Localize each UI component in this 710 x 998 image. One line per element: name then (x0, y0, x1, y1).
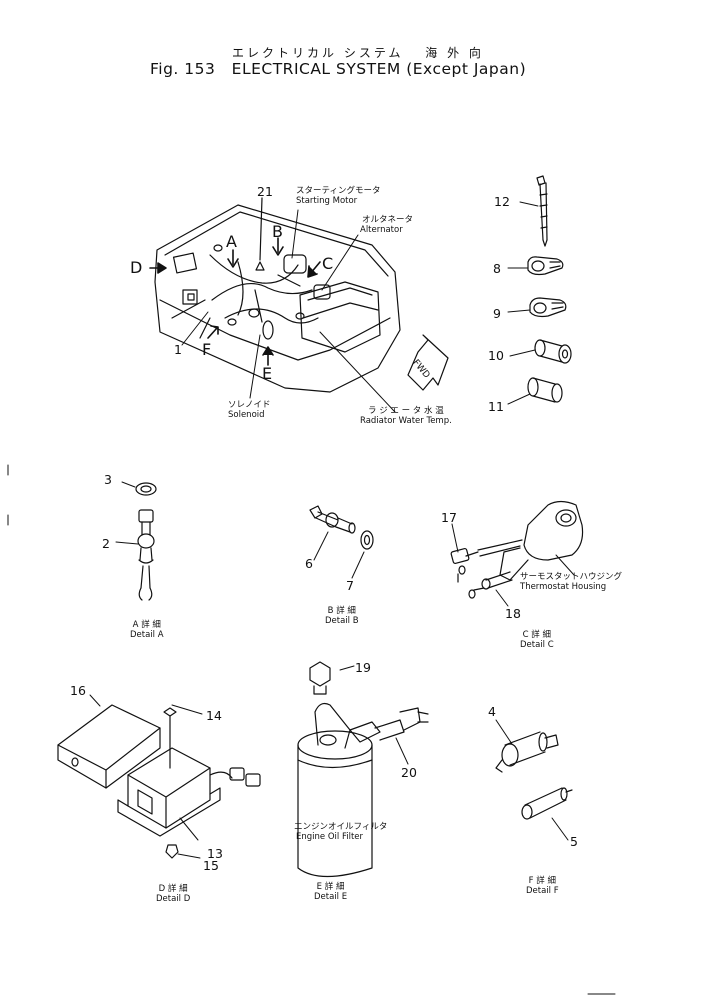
alternator-label: Alternator (360, 225, 403, 235)
part-number-11: 11 (488, 399, 504, 414)
view-letter-f: F (202, 340, 212, 359)
part-number-9: 9 (493, 306, 501, 321)
figure-title-text: ELECTRICAL SYSTEM (Except Japan) (231, 60, 527, 78)
engine-leaders (182, 210, 395, 412)
part-number-21: 21 (257, 184, 273, 199)
view-letter-d: D (130, 258, 143, 277)
solenoid-label: Solenoid (228, 410, 265, 420)
part-number-8: 8 (493, 261, 501, 276)
starting-motor-label-jp: スターティングモータ (296, 186, 381, 196)
part-number-2: 2 (102, 536, 110, 551)
detail-f-caption-jp: F 詳 細 (528, 876, 556, 886)
part-number-17: 17 (441, 510, 457, 525)
figure-title-jp: エレクトリカル システム 海 外 向 (232, 46, 484, 60)
part-10-grommet (510, 340, 571, 363)
part-12-bolt (520, 176, 547, 246)
part-11-sleeve (508, 378, 562, 404)
view-letter-a: A (226, 232, 237, 251)
part-number-20: 20 (401, 765, 417, 780)
detail-d-caption: D 詳 細 Detail D (156, 884, 190, 904)
part-number-16: 16 (70, 683, 86, 698)
part-number-3: 3 (104, 472, 112, 487)
part-number-1: 1 (174, 342, 182, 357)
radiator-label-jp: ラ ジ エ ー タ 水 温 (368, 406, 444, 416)
detail-b-parts (310, 506, 373, 578)
thermostat-label: Thermostat Housing (520, 582, 607, 592)
detail-a-caption-jp: A 詳 細 (132, 620, 161, 630)
engine-assembly (155, 198, 400, 392)
starting-motor-label: Starting Motor (296, 196, 358, 206)
detail-c-caption: C 詳 細 Detail C (520, 630, 554, 650)
part-number-5: 5 (570, 834, 578, 849)
detail-e-caption: E 詳 細 Detail E (314, 882, 347, 902)
detail-f-parts (496, 720, 572, 840)
oil-filter-label: Engine Oil Filter (296, 832, 363, 842)
part-number-4: 4 (488, 704, 496, 719)
part-number-7: 7 (346, 578, 354, 593)
detail-b-caption-en: Detail B (325, 616, 359, 626)
detail-c-caption-jp: C 詳 細 (522, 630, 552, 640)
radiator-label: Radiator Water Temp. (360, 416, 452, 426)
detail-a-parts (116, 482, 156, 600)
figure-number: Fig. 153 (150, 60, 216, 78)
part-number-13: 13 (207, 846, 223, 861)
view-letter-c: C (322, 254, 334, 273)
part-8-clip (508, 257, 563, 275)
view-letter-b: B (272, 222, 283, 241)
view-arrows (150, 238, 320, 365)
part-9-clip (508, 298, 566, 317)
part-number-6: 6 (305, 556, 313, 571)
part-number-10: 10 (488, 348, 504, 363)
oil-filter-label-jp: エンジンオイルフィルタ (294, 822, 388, 832)
detail-e-parts (298, 662, 428, 877)
detail-e-caption-jp: E 詳 細 (316, 882, 345, 892)
solenoid-label-jp: ソレノイド (228, 400, 271, 410)
detail-f-caption: F 詳 細 Detail F (526, 876, 559, 896)
part-number-14: 14 (206, 708, 222, 723)
detail-f-caption-en: Detail F (526, 886, 559, 896)
detail-c-caption-en: Detail C (520, 640, 554, 650)
detail-d-caption-en: Detail D (156, 894, 191, 904)
detail-a-caption-en: Detail A (130, 630, 164, 640)
detail-b-caption-jp: B 詳 細 (327, 606, 356, 616)
part-number-18: 18 (505, 606, 521, 621)
detail-d-parts (58, 695, 260, 858)
detail-d-caption-jp: D 詳 細 (158, 884, 188, 894)
detail-b-caption: B 詳 細 Detail B (325, 606, 359, 626)
part-number-19: 19 (355, 660, 371, 675)
detail-c-parts (451, 502, 583, 607)
figure-title: Fig. 153 ELECTRICAL SYSTEM (Except Japan… (150, 60, 526, 78)
part-number-12: 12 (494, 194, 510, 209)
detail-e-caption-en: Detail E (314, 892, 348, 902)
fwd-arrow (408, 335, 448, 390)
view-letter-e: E (262, 364, 273, 383)
thermostat-label-jp: サーモスタットハウジング (520, 572, 623, 582)
detail-a-caption: A 詳 細 Detail A (130, 620, 164, 640)
alternator-label-jp: オルタネータ (362, 215, 414, 225)
part-number-15: 15 (203, 858, 219, 873)
